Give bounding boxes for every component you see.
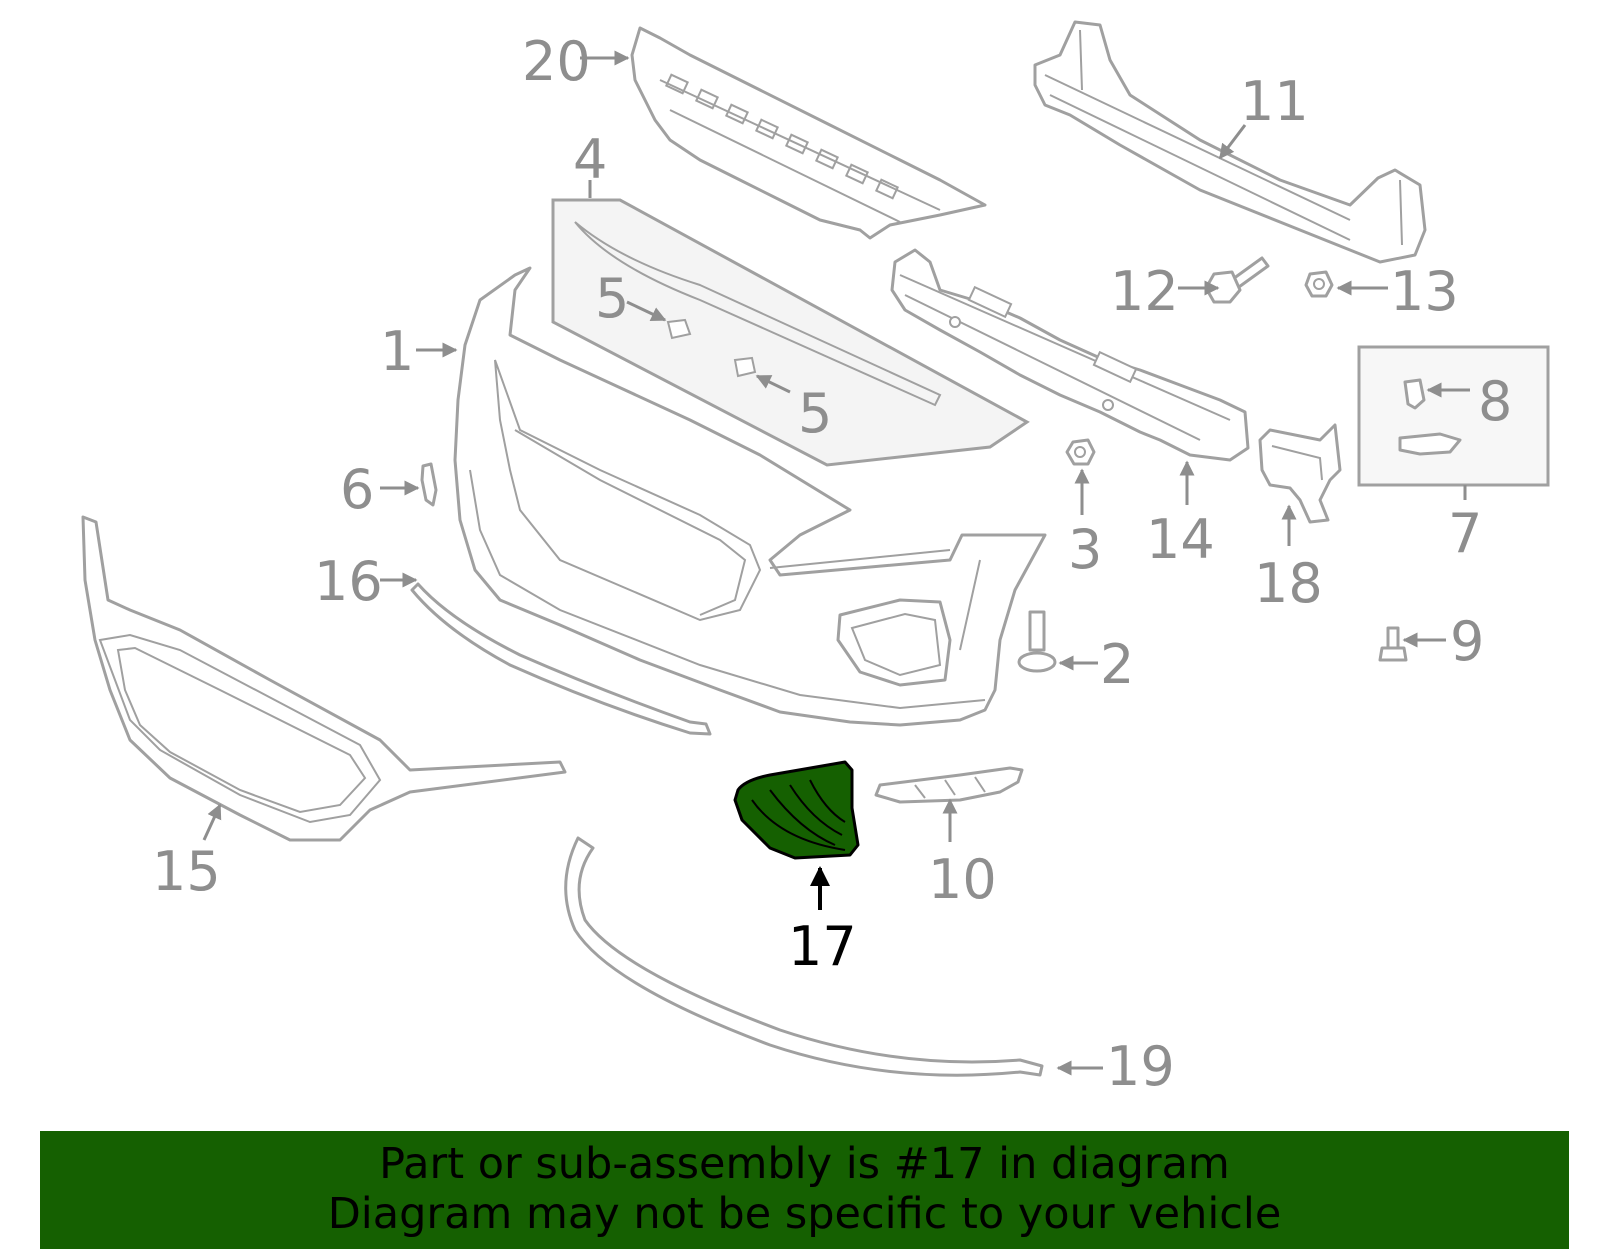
callout-19: 19 <box>1106 1035 1175 1098</box>
part-15-grille <box>81 515 567 842</box>
callout-11: 11 <box>1240 70 1309 133</box>
part-10-bracket <box>874 766 1024 804</box>
part-13-nut <box>1304 270 1334 298</box>
part-4-panel <box>551 198 1030 467</box>
part-6-clip <box>420 462 438 507</box>
part-3-nut <box>1065 438 1096 466</box>
footer-line-1: Part or sub-assembly is #17 in diagram <box>379 1139 1230 1189</box>
callout-10: 10 <box>928 848 997 911</box>
callout-5-lower: 5 <box>798 382 832 445</box>
part-20-upper-bracket <box>630 26 987 240</box>
callout-12: 12 <box>1110 260 1179 323</box>
callout-labels: 20 11 4 5 5 1 12 13 8 7 6 3 14 18 16 2 9… <box>152 30 1512 1098</box>
callout-18: 18 <box>1254 552 1323 615</box>
part-14-absorber <box>890 248 1250 462</box>
callout-8: 8 <box>1478 370 1512 433</box>
callout-15: 15 <box>152 840 221 903</box>
part-17-highlighted <box>733 760 860 860</box>
footer-line-2: Diagram may not be specific to your vehi… <box>327 1189 1282 1239</box>
callout-2: 2 <box>1100 633 1134 696</box>
callout-4: 4 <box>573 128 607 191</box>
part-12-bolt <box>1204 256 1270 304</box>
part-19-lower-strip <box>564 836 1044 1077</box>
callout-20: 20 <box>522 30 591 93</box>
part-18-bracket <box>1258 423 1342 524</box>
callout-5-upper: 5 <box>595 267 629 330</box>
callout-arrows <box>202 50 1470 1076</box>
part-9-screw <box>1378 626 1408 662</box>
part-7-box <box>1357 345 1550 487</box>
part-16-strip <box>410 582 712 736</box>
callout-14: 14 <box>1146 508 1215 571</box>
callout-7: 7 <box>1448 502 1482 565</box>
part-11-beam <box>1033 20 1427 264</box>
callout-16: 16 <box>314 550 383 613</box>
footer-banner: Part or sub-assembly is #17 in diagram D… <box>40 1131 1569 1249</box>
callout-6: 6 <box>340 458 374 521</box>
callout-9: 9 <box>1450 610 1484 673</box>
callout-3: 3 <box>1068 518 1102 581</box>
callout-13: 13 <box>1390 260 1459 323</box>
part-2-screw <box>1017 610 1057 673</box>
callout-17: 17 <box>788 915 857 978</box>
part-1-bumper-cover <box>453 266 1047 727</box>
callout-1: 1 <box>380 320 414 383</box>
